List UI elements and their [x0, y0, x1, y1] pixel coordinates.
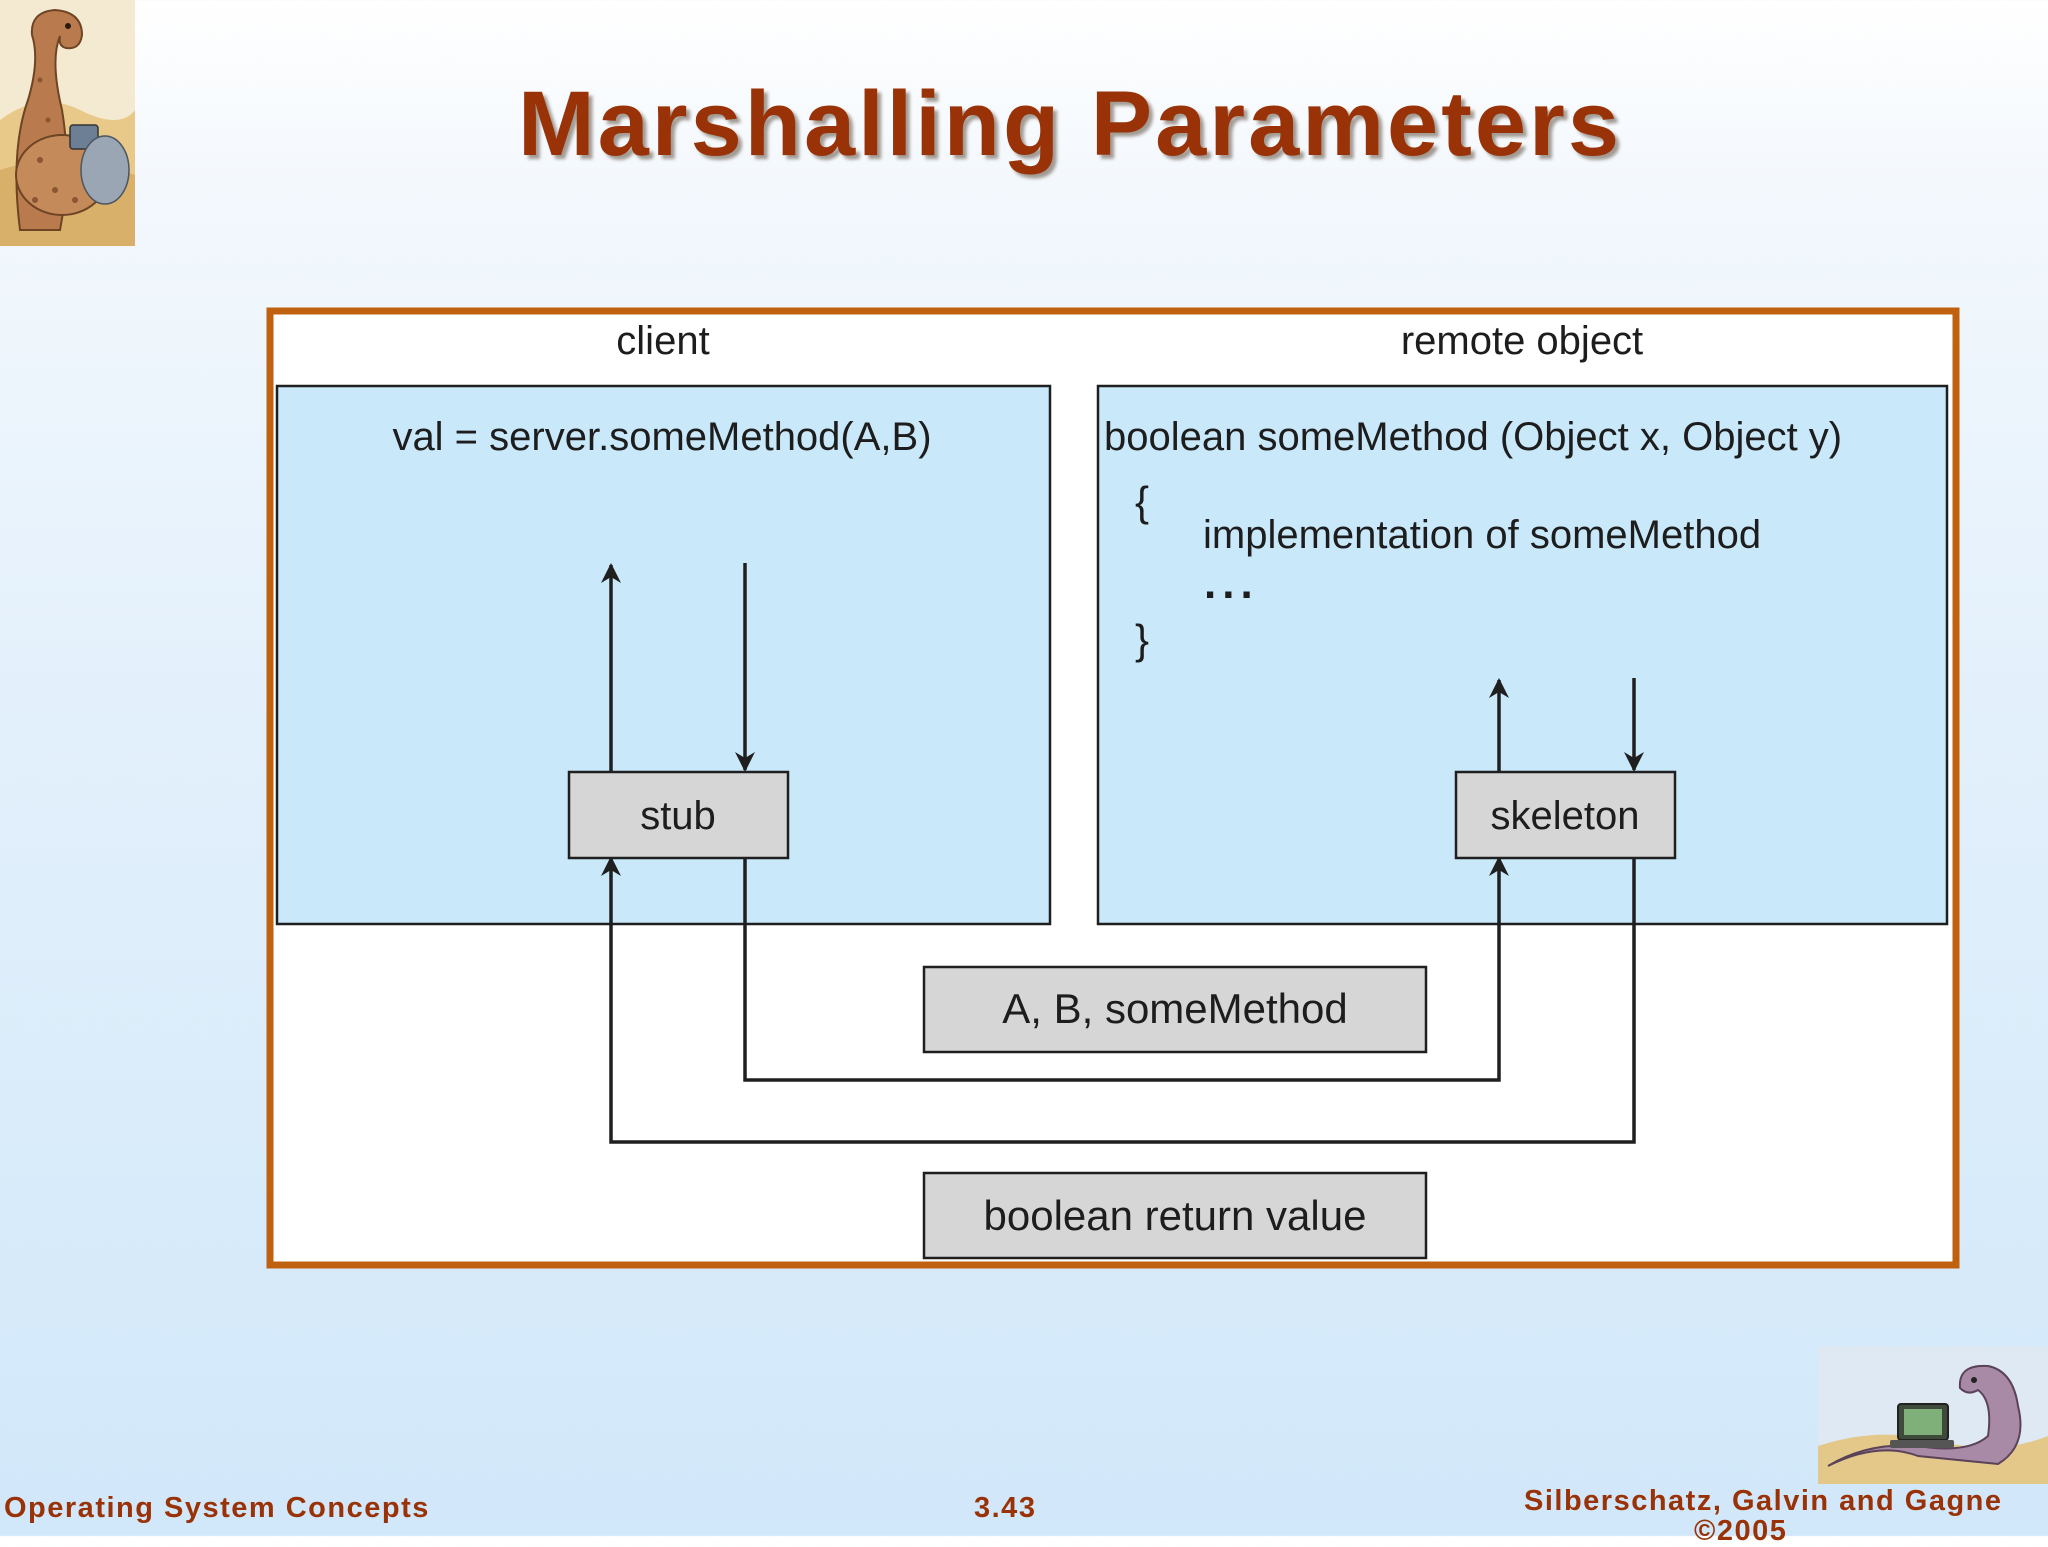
- ellipsis: ...: [1204, 559, 1259, 608]
- reply-message-label: boolean return value: [984, 1192, 1367, 1239]
- reply-path-arrow: [601, 856, 1636, 1144]
- dinosaur-reading-icon: [0, 0, 135, 246]
- open-brace: {: [1135, 478, 1149, 525]
- reply-message-box: [922, 1171, 1428, 1260]
- footer-book-title: Operating System Concepts: [4, 1492, 430, 1524]
- stub-label: stub: [640, 794, 716, 838]
- footer-copyright: ©2005: [1694, 1515, 1788, 1547]
- close-brace: }: [1135, 616, 1149, 663]
- remote-object-label: remote object: [1401, 319, 1643, 363]
- request-path-arrow: [743, 856, 1509, 1082]
- request-message-box: [922, 965, 1428, 1054]
- remote-method-signature: boolean someMethod (Object x, Object y): [1104, 415, 1842, 459]
- stub-box: [567, 770, 790, 860]
- footer-authors: Silberschatz, Galvin and Gagne ©2005: [1524, 1486, 2003, 1546]
- dinosaur-laptop-icon: [1818, 1346, 2048, 1484]
- skeleton-box: [1454, 770, 1677, 860]
- footer-slide-number: 3.43: [974, 1492, 1037, 1524]
- implementation-text: implementation of someMethod: [1203, 513, 1761, 557]
- footer-author-names: Silberschatz, Galvin and Gagne: [1524, 1485, 2003, 1517]
- client-code: val = server.someMethod(A,B): [392, 415, 931, 459]
- skeleton-label: skeleton: [1491, 794, 1640, 838]
- client-label: client: [616, 319, 709, 363]
- request-message-label: A, B, someMethod: [1002, 985, 1348, 1032]
- slide-title: Marshalling Parameters: [517, 73, 1622, 175]
